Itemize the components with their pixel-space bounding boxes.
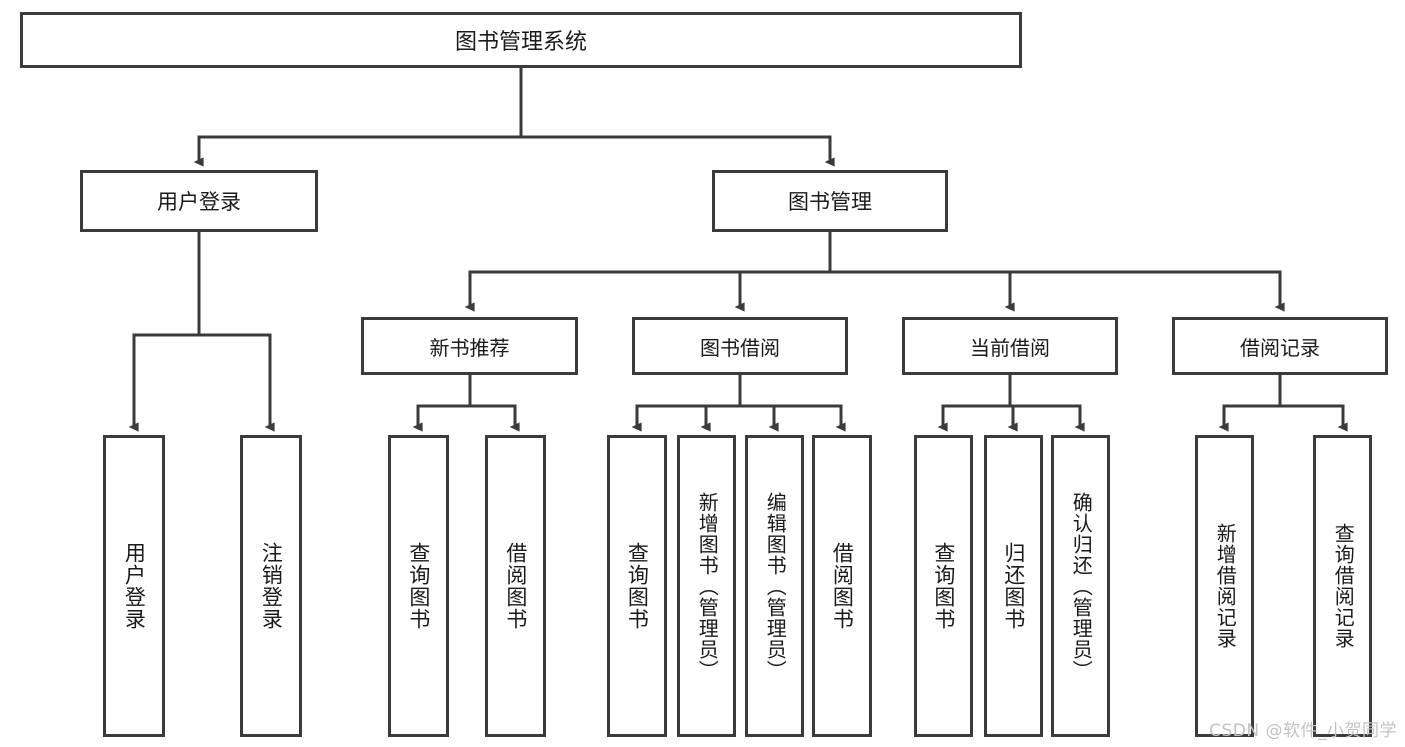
node-user-login[interactable]: 用户登录 [80, 170, 318, 232]
node-book-management-label: 图书管理 [788, 190, 872, 214]
leaf-query-book-1[interactable]: 查询图书 [388, 435, 449, 737]
leaf-query-book-2[interactable]: 查询图书 [607, 435, 667, 737]
leaf-add-book[interactable]: 新增图书（管理员） [677, 435, 736, 737]
node-borrow-record[interactable]: 借阅记录 [1172, 317, 1388, 375]
leaf-query-book-1-label: 查询图书 [406, 542, 431, 630]
leaf-edit-book-label: 编辑图书（管理员） [763, 491, 788, 681]
leaf-query-record-label: 查询借阅记录 [1331, 523, 1356, 649]
node-borrow-record-label: 借阅记录 [1240, 335, 1320, 360]
leaf-query-book-3[interactable]: 查询图书 [914, 435, 973, 737]
node-book-borrow[interactable]: 图书借阅 [632, 317, 848, 375]
leaf-logout-login[interactable]: 注销登录 [240, 435, 302, 737]
leaf-logout-login-label: 注销登录 [259, 542, 284, 630]
leaf-query-book-3-label: 查询图书 [931, 542, 956, 630]
leaf-return-book[interactable]: 归还图书 [984, 435, 1043, 737]
leaf-borrow-book-1-label: 借阅图书 [503, 542, 528, 630]
watermark-text: CSDN @软件_小贺同学 [1209, 721, 1397, 741]
leaf-borrow-book-1[interactable]: 借阅图书 [485, 435, 546, 737]
leaf-add-book-label: 新增图书（管理员） [695, 491, 720, 681]
leaf-add-record[interactable]: 新增借阅记录 [1195, 435, 1254, 737]
leaf-edit-book[interactable]: 编辑图书（管理员） [745, 435, 804, 737]
leaf-query-record[interactable]: 查询借阅记录 [1313, 435, 1372, 737]
node-user-login-label: 用户登录 [157, 190, 241, 214]
node-book-management[interactable]: 图书管理 [712, 170, 948, 232]
node-current-borrow-label: 当前借阅 [970, 335, 1050, 360]
node-book-borrow-label: 图书借阅 [700, 335, 780, 360]
leaf-add-record-label: 新增借阅记录 [1213, 523, 1238, 649]
node-current-borrow[interactable]: 当前借阅 [902, 317, 1118, 375]
leaf-return-book-label: 归还图书 [1001, 542, 1026, 630]
leaf-borrow-book-2[interactable]: 借阅图书 [812, 435, 872, 737]
leaf-user-login-label: 用户登录 [122, 542, 147, 630]
node-new-book-recommend-label: 新书推荐 [429, 335, 510, 360]
leaf-user-login[interactable]: 用户登录 [103, 435, 165, 737]
leaf-confirm-return-label: 确认归还（管理员） [1069, 491, 1094, 681]
root-node-label: 图书管理系统 [454, 30, 587, 55]
root-node-book-management-system[interactable]: 图书管理系统 [20, 12, 1022, 68]
leaf-borrow-book-2-label: 借阅图书 [830, 542, 855, 630]
leaf-confirm-return[interactable]: 确认归还（管理员） [1051, 435, 1110, 737]
node-new-book-recommend[interactable]: 新书推荐 [361, 317, 578, 375]
leaf-query-book-2-label: 查询图书 [625, 542, 650, 630]
